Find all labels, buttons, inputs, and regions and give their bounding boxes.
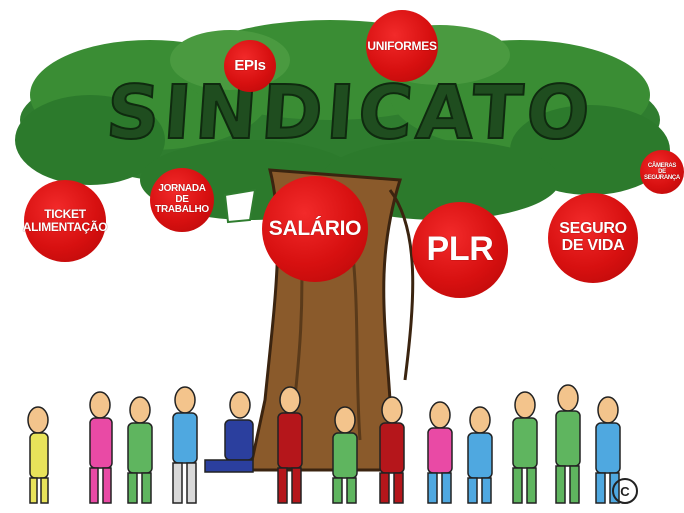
worker-figure (204, 391, 254, 473)
worker-figure (555, 384, 581, 504)
cameras-line-1: CÂMERAS (647, 162, 677, 169)
worker-figure (277, 386, 303, 504)
worker-figure (427, 401, 453, 504)
cameras-line-3: SEGURANÇA (644, 175, 680, 182)
ticket-line-2: ALIMENTAÇÃO (22, 220, 108, 234)
artist-signature: C (612, 478, 638, 504)
epis-badge: EPIs (224, 40, 276, 92)
worker-figure (467, 406, 493, 504)
worker-figure (172, 386, 198, 504)
salario-badge: SALÁRIO (262, 176, 368, 282)
cameras-badge: CÂMERAS DE SEGURANÇA (640, 150, 684, 194)
worker-figure (512, 391, 538, 504)
worker-figure (379, 396, 405, 504)
worker-figure (89, 391, 113, 504)
salario-label: SALÁRIO (268, 216, 362, 240)
cameras-line-2: DE (658, 168, 666, 175)
plr-badge: PLR (412, 202, 508, 298)
seguro-badge: SEGURO DE VIDA (548, 193, 638, 283)
seguro-line-1: SEGURO (559, 220, 627, 238)
plr-label: PLR (426, 230, 494, 269)
worker-figure (27, 406, 49, 504)
sindicato-banner-text: SINDICATO (103, 69, 598, 157)
jornada-badge: JORNADA DE TRABALHO (150, 168, 214, 232)
uniformes-label: UNIFORMES (367, 38, 437, 53)
banner-flap (223, 188, 257, 224)
ticket-line-1: TICKET (44, 207, 86, 222)
epis-label: EPIs (234, 57, 266, 75)
uniformes-badge: UNIFORMES (366, 10, 438, 82)
jornada-line-2: DE TRABALHO (155, 193, 209, 216)
seguro-line-2: DE VIDA (561, 237, 625, 254)
jornada-line-1: JORNADA (158, 183, 206, 195)
worker-figure (332, 406, 358, 504)
worker-figure (127, 396, 153, 504)
ticket-badge: TICKET ALIMENTAÇÃO (22, 180, 108, 262)
